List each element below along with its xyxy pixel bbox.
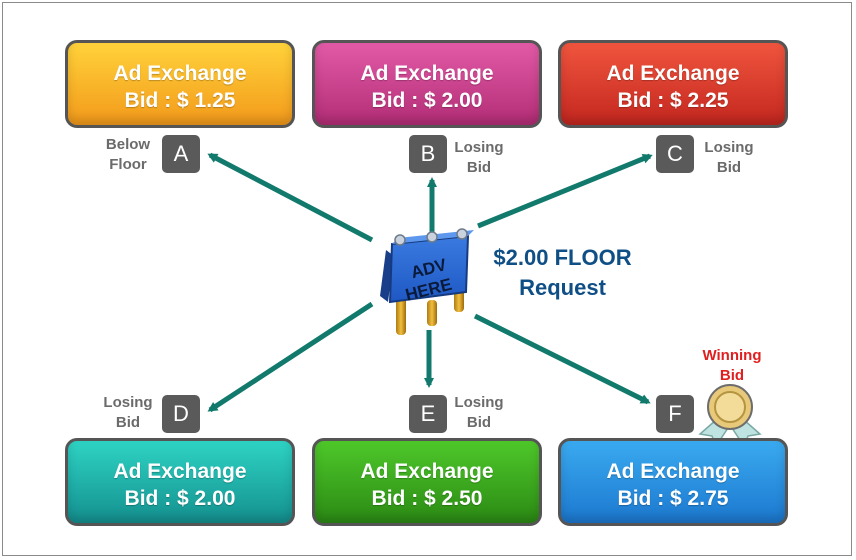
- marker-d: D: [162, 395, 200, 433]
- exchange-box-c: Ad Exchange Bid : $ 2.25: [558, 40, 788, 128]
- marker-a: A: [162, 135, 200, 173]
- arrow-to-f: [473, 313, 651, 405]
- exchange-box-d: Ad Exchange Bid : $ 2.00: [65, 438, 295, 526]
- status-label-a: Below Floor: [105, 136, 151, 173]
- floor-line-1: $2.00 FLOOR: [493, 245, 632, 270]
- marker-c: C: [656, 135, 694, 173]
- exchange-bid: Bid : $ 2.25: [617, 89, 729, 112]
- exchange-bid: Bid : $ 1.25: [124, 89, 236, 112]
- exchange-bid: Bid : $ 2.00: [124, 487, 236, 510]
- floor-line-2: Request: [519, 275, 606, 300]
- exchange-title: Ad Exchange: [606, 62, 740, 85]
- exchange-title: Ad Exchange: [606, 460, 740, 483]
- arrow-to-c: [477, 153, 653, 229]
- status-label-e: Losing Bid: [454, 394, 504, 431]
- exchange-box-b: Ad Exchange Bid : $ 2.00: [312, 40, 542, 128]
- marker-f: F: [656, 395, 694, 433]
- exchange-title: Ad Exchange: [113, 460, 247, 483]
- exchange-title: Ad Exchange: [113, 62, 247, 85]
- exchange-title: Ad Exchange: [360, 460, 494, 483]
- exchange-bid: Bid : $ 2.50: [371, 487, 483, 510]
- arrow-to-a: [207, 152, 374, 243]
- exchange-bid: Bid : $ 2.75: [617, 487, 729, 510]
- exchange-box-e: Ad Exchange Bid : $ 2.50: [312, 438, 542, 526]
- arrow-to-d: [207, 301, 374, 413]
- status-label-c: Losing Bid: [704, 139, 754, 176]
- status-label-d: Losing Bid: [103, 394, 153, 431]
- status-label-b: Losing Bid: [454, 139, 504, 176]
- marker-e: E: [409, 395, 447, 433]
- exchange-bid: Bid : $ 2.00: [371, 89, 483, 112]
- marker-b: B: [409, 135, 447, 173]
- status-label-f: Winning Bid: [702, 347, 762, 384]
- floor-request-text: $2.00 FLOOR Request: [470, 243, 655, 303]
- exchange-box-a: Ad Exchange Bid : $ 1.25: [65, 40, 295, 128]
- exchange-title: Ad Exchange: [360, 62, 494, 85]
- adv-here-sign-icon: ADV HERE: [380, 228, 474, 335]
- ribbon-badge-icon: [698, 384, 762, 448]
- exchange-box-f: Ad Exchange Bid : $ 2.75: [558, 438, 788, 526]
